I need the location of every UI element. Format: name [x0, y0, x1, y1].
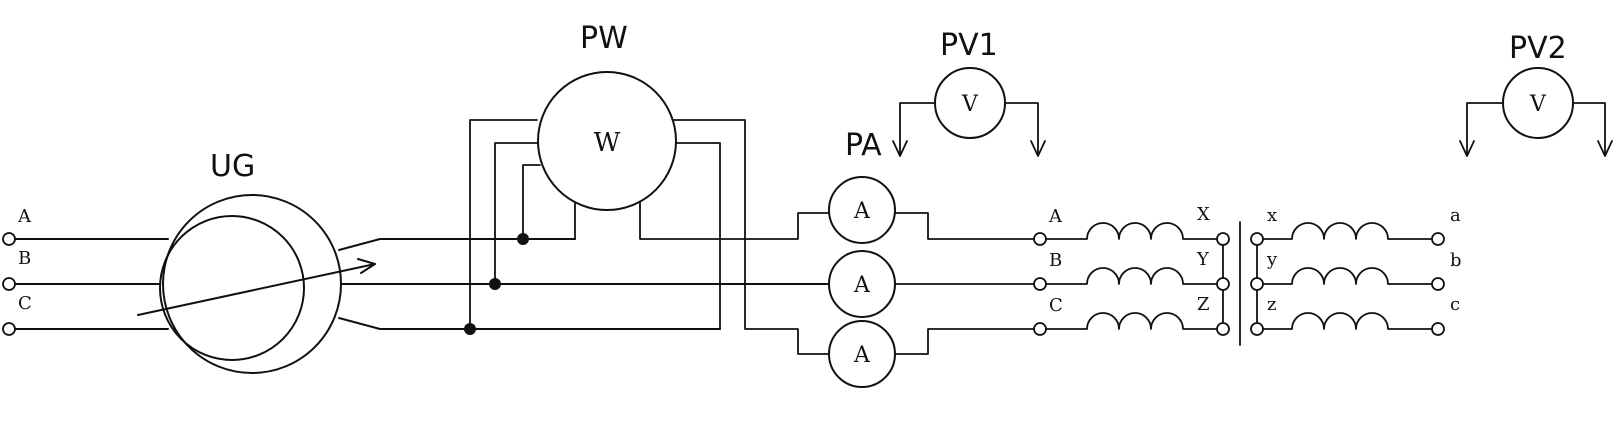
input-phase-a-label: A [17, 206, 32, 227]
primary-label-c: C [1049, 295, 1063, 316]
primary-winding-b [1045, 267, 1218, 285]
generator-arrow-head [357, 258, 376, 274]
output-terminal-c [1431, 322, 1445, 336]
secondary-label-y: y [1266, 249, 1278, 270]
generator-arrow [137, 263, 376, 316]
wattmeter-lead-1 [469, 119, 538, 330]
wattmeter-lead-3 [522, 164, 541, 240]
secondary-terminal-z [1250, 322, 1264, 336]
output-terminal-b [1431, 277, 1445, 291]
secondary-label-b: b [1450, 250, 1462, 271]
input-terminal-c [2, 322, 16, 336]
voltmeter2-symbol: V [1529, 92, 1547, 117]
input-terminal-a [2, 232, 16, 246]
secondary-terminal-y [1250, 277, 1264, 291]
secondary-winding-c [1262, 312, 1433, 330]
voltmeter1-arrow-left [892, 140, 908, 157]
secondary-label-a: a [1450, 205, 1461, 226]
input-phase-c-label: C [18, 293, 32, 314]
voltmeter2-arrow-left [1459, 140, 1475, 157]
line-c-from-ammeter [894, 328, 1035, 355]
secondary-terminal-x [1250, 232, 1264, 246]
output-terminal-a [1431, 232, 1445, 246]
junction-node-c [464, 323, 476, 335]
secondary-label-x: x [1267, 205, 1277, 226]
voltmeter2-label: PV2 [1509, 31, 1567, 66]
ammeter-a-circle [828, 176, 896, 244]
junction-node-a [517, 233, 529, 245]
wattmeter-lead-6 [669, 119, 829, 355]
secondary-label-c: c [1450, 294, 1460, 315]
voltmeter2-lead-right [1572, 102, 1606, 156]
wattmeter-label: PW [580, 21, 628, 56]
input-terminal-b [2, 277, 16, 291]
primary-winding-a [1045, 222, 1218, 240]
line-a-from-ammeter [894, 212, 1035, 240]
primary-label-x: X [1197, 204, 1210, 225]
wattmeter-lead-5 [639, 199, 829, 240]
ammeters-label: PA [845, 128, 882, 163]
generator-inner-circle [159, 215, 305, 361]
wattmeter-symbol: W [594, 128, 621, 158]
primary-terminal-c [1033, 322, 1047, 336]
ammeter-c-circle [828, 320, 896, 388]
voltmeter1-lead-right [1004, 102, 1039, 156]
primary-label-z: Z [1197, 294, 1210, 315]
voltmeter1-label: PV1 [940, 28, 998, 63]
primary-terminal-z [1216, 322, 1230, 336]
primary-label-y: Y [1196, 249, 1210, 270]
junction-node-b [489, 278, 501, 290]
wattmeter-lead-7 [669, 142, 721, 330]
primary-terminal-y [1216, 277, 1230, 291]
voltmeter1-symbol: V [961, 92, 979, 117]
input-phase-b-label: B [18, 248, 31, 269]
secondary-winding-b [1262, 267, 1433, 285]
primary-label-b: B [1049, 250, 1062, 271]
voltmeter2-lead-left [1466, 102, 1504, 156]
voltmeter1-lead-left [899, 102, 936, 156]
ammeter-b-circle [828, 250, 896, 318]
secondary-winding-a [1262, 222, 1433, 240]
generator-label: UG [210, 149, 255, 184]
wattmeter-lead-2 [494, 142, 538, 285]
ammeter-c-symbol: A [853, 343, 871, 368]
primary-terminal-b [1033, 277, 1047, 291]
voltmeter2-arrow-right [1597, 140, 1613, 157]
voltmeter1-arrow-right [1030, 140, 1046, 157]
primary-label-a: A [1048, 206, 1063, 227]
line-c-out [338, 317, 721, 330]
voltmeter2-circle [1502, 67, 1574, 139]
primary-winding-c [1045, 312, 1218, 330]
ammeter-b-symbol: A [853, 273, 871, 298]
primary-terminal-x [1216, 232, 1230, 246]
secondary-label-z: z [1267, 294, 1276, 315]
primary-terminal-a [1033, 232, 1047, 246]
voltmeter1-circle [934, 67, 1006, 139]
wattmeter-circle [537, 71, 677, 211]
ammeter-a-symbol: A [853, 199, 871, 224]
line-a-out [338, 238, 576, 251]
